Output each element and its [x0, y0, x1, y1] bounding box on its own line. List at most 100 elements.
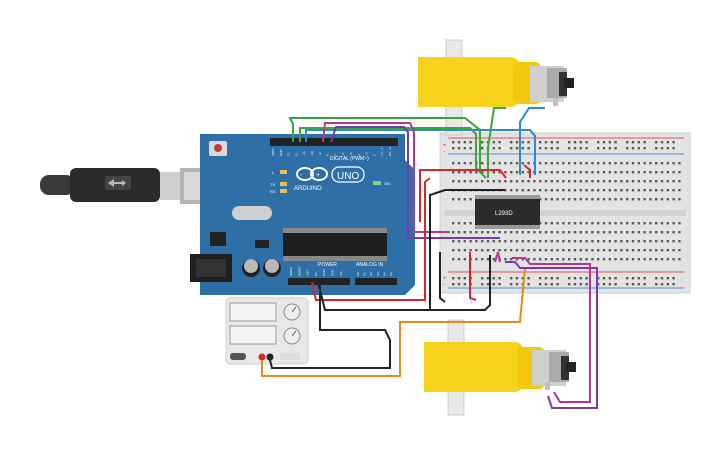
breadboard-hole[interactable] [608, 141, 611, 144]
breadboard-hole[interactable] [597, 222, 600, 225]
breadboard-hole[interactable] [591, 180, 594, 183]
breadboard-hole[interactable] [550, 147, 553, 150]
breadboard-hole[interactable] [556, 141, 559, 144]
breadboard-hole[interactable] [492, 277, 495, 280]
breadboard-hole[interactable] [556, 222, 559, 225]
breadboard-hole[interactable] [579, 180, 582, 183]
breadboard-hole[interactable] [452, 162, 455, 165]
breadboard-hole[interactable] [463, 231, 466, 234]
breadboard-hole[interactable] [626, 249, 629, 252]
breadboard-hole[interactable] [452, 249, 455, 252]
breadboard-hole[interactable] [521, 180, 524, 183]
breadboard-hole[interactable] [463, 141, 466, 144]
breadboard-hole[interactable] [539, 141, 542, 144]
breadboard-hole[interactable] [579, 198, 582, 201]
breadboard-hole[interactable] [608, 231, 611, 234]
breadboard-hole[interactable] [631, 147, 635, 150]
breadboard-hole[interactable] [637, 283, 640, 286]
breadboard-hole[interactable] [649, 171, 652, 174]
breadboard-hole[interactable] [614, 147, 617, 150]
breadboard-hole[interactable] [562, 171, 565, 174]
breadboard-hole[interactable] [544, 141, 548, 144]
breadboard-hole[interactable] [510, 189, 513, 192]
breadboard-hole[interactable] [655, 277, 658, 280]
breadboard-hole[interactable] [672, 198, 675, 201]
breadboard-hole[interactable] [486, 231, 490, 234]
breadboard-hole[interactable] [660, 240, 664, 243]
breadboard-hole[interactable] [655, 198, 658, 201]
breadboard-hole[interactable] [602, 231, 606, 234]
breadboard-hole[interactable] [521, 189, 524, 192]
breadboard-hole[interactable] [678, 189, 681, 192]
breadboard-hole[interactable] [637, 240, 640, 243]
breadboard-hole[interactable] [544, 249, 548, 252]
breadboard-hole[interactable] [527, 258, 530, 261]
breadboard-hole[interactable] [544, 240, 548, 243]
breadboard-hole[interactable] [585, 180, 588, 183]
breadboard-hole[interactable] [521, 249, 524, 252]
dc-motor-bottom[interactable] [424, 319, 576, 416]
breadboard-hole[interactable] [527, 171, 530, 174]
breadboard-hole[interactable] [660, 249, 664, 252]
breadboard-hole[interactable] [556, 189, 559, 192]
breadboard-hole[interactable] [631, 231, 635, 234]
breadboard-hole[interactable] [660, 141, 664, 144]
breadboard-hole[interactable] [533, 180, 536, 183]
breadboard-hole[interactable] [666, 240, 669, 243]
breadboard-hole[interactable] [597, 283, 600, 286]
breadboard-hole[interactable] [585, 147, 588, 150]
breadboard-hole[interactable] [544, 162, 548, 165]
breadboard-hole[interactable] [649, 222, 652, 225]
breadboard-hole[interactable] [602, 141, 606, 144]
breadboard-hole[interactable] [655, 147, 658, 150]
breadboard-hole[interactable] [544, 147, 548, 150]
breadboard-hole[interactable] [527, 240, 530, 243]
breadboard-hole[interactable] [510, 240, 513, 243]
breadboard-hole[interactable] [597, 141, 600, 144]
breadboard-hole[interactable] [550, 283, 553, 286]
breadboard-hole[interactable] [585, 222, 588, 225]
breadboard-hole[interactable] [649, 249, 652, 252]
breadboard-hole[interactable] [469, 171, 472, 174]
breadboard-hole[interactable] [585, 231, 588, 234]
l293d-chip[interactable]: L293D [475, 195, 540, 229]
breadboard-hole[interactable] [573, 171, 577, 174]
breadboard-hole[interactable] [463, 249, 466, 252]
breadboard-hole[interactable] [568, 222, 571, 225]
breadboard-hole[interactable] [504, 231, 507, 234]
breadboard-hole[interactable] [481, 231, 484, 234]
breadboard-hole[interactable] [463, 258, 466, 261]
breadboard-hole[interactable] [486, 283, 490, 286]
breadboard-hole[interactable] [452, 141, 455, 144]
breadboard-hole[interactable] [504, 240, 507, 243]
breadboard-hole[interactable] [602, 162, 606, 165]
breadboard-hole[interactable] [515, 141, 519, 144]
breadboard-hole[interactable] [585, 277, 588, 280]
breadboard-hole[interactable] [515, 180, 519, 183]
breadboard-hole[interactable] [556, 147, 559, 150]
breadboard-hole[interactable] [481, 283, 484, 286]
breadboard-hole[interactable] [573, 141, 577, 144]
breadboard-hole[interactable] [544, 189, 548, 192]
breadboard-hole[interactable] [678, 180, 681, 183]
breadboard-hole[interactable] [492, 249, 495, 252]
breadboard-hole[interactable] [498, 162, 501, 165]
breadboard-hole[interactable] [660, 162, 664, 165]
breadboard-hole[interactable] [672, 171, 675, 174]
breadboard-hole[interactable] [631, 258, 635, 261]
breadboard-hole[interactable] [515, 231, 519, 234]
breadboard-hole[interactable] [643, 283, 646, 286]
breadboard-hole[interactable] [469, 162, 472, 165]
breadboard-hole[interactable] [614, 231, 617, 234]
breadboard-hole[interactable] [539, 147, 542, 150]
breadboard-hole[interactable] [597, 249, 600, 252]
breadboard-hole[interactable] [585, 141, 588, 144]
breadboard-hole[interactable] [481, 162, 484, 165]
breadboard-hole[interactable] [614, 222, 617, 225]
breadboard-hole[interactable] [678, 171, 681, 174]
breadboard-hole[interactable] [544, 231, 548, 234]
breadboard-hole[interactable] [475, 231, 478, 234]
breadboard-hole[interactable] [544, 283, 548, 286]
breadboard-hole[interactable] [614, 198, 617, 201]
breadboard-hole[interactable] [452, 171, 455, 174]
